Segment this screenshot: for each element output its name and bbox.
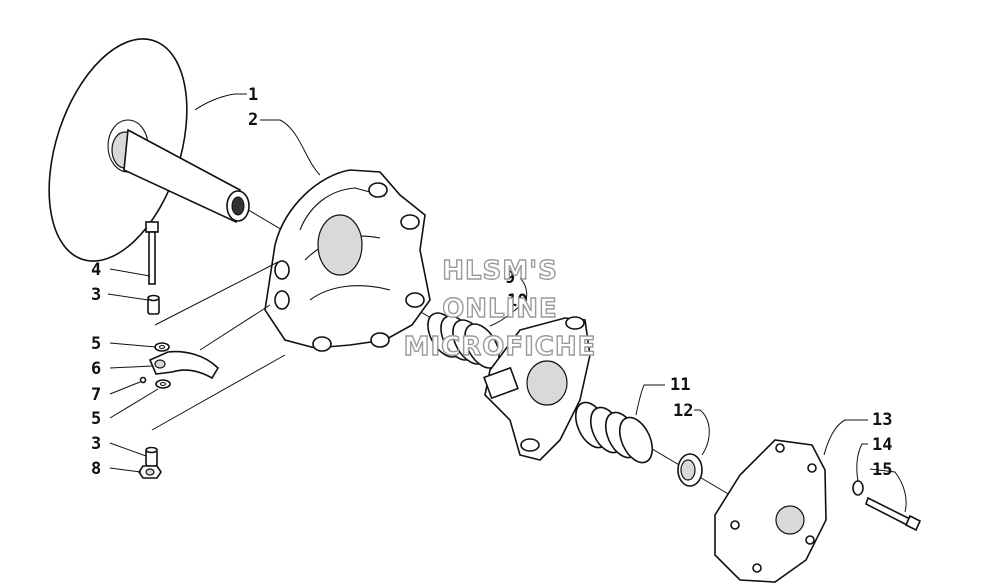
- part-5-washer-upper[interactable]: [154, 342, 170, 352]
- watermark: HLSM'S ONLINE MICROFICHE: [403, 255, 597, 362]
- leader-3a: [107, 293, 149, 301]
- callout-1: 1: [248, 85, 258, 105]
- leader-13: [823, 419, 868, 456]
- leader-14: [856, 443, 868, 482]
- part-14-washer[interactable]: [852, 480, 864, 496]
- callout-12: 12: [673, 401, 693, 421]
- callout-9: 9: [505, 268, 515, 288]
- callout-2: 2: [248, 110, 258, 130]
- leader-bushing-to-housing: [154, 261, 279, 326]
- leader-lower-to-housing: [151, 354, 286, 431]
- callout-labels: 1 2 4 3 5 6 7 5 3 8 9 10 11 12 13 14 15: [91, 85, 892, 480]
- leader-3b: [109, 442, 147, 457]
- leader-8: [109, 467, 142, 473]
- callout-14: 14: [872, 435, 892, 455]
- part-1-sheave[interactable]: [23, 21, 250, 278]
- leader-11: [635, 384, 665, 416]
- leader-6: [109, 365, 153, 369]
- part-8-nut[interactable]: [138, 465, 162, 479]
- part-6-arm[interactable]: [148, 350, 220, 380]
- callout-10: 10: [507, 291, 527, 311]
- leader-arm-to-housing: [199, 304, 271, 351]
- callout-11: 11: [670, 375, 690, 395]
- part-12-bushing[interactable]: [677, 453, 703, 487]
- leader-7: [109, 381, 141, 395]
- leader-9: [519, 277, 528, 315]
- callout-5-lower: 5: [91, 409, 101, 429]
- part-9-10-spring-rings[interactable]: [421, 307, 506, 374]
- part-3-bushing-lower[interactable]: [145, 446, 158, 467]
- part-3-bushing-upper[interactable]: [147, 294, 160, 315]
- callout-6: 6: [91, 359, 101, 379]
- part-2-housing[interactable]: [264, 169, 431, 352]
- leader-15: [869, 468, 907, 513]
- part-4-bolt[interactable]: [145, 221, 159, 285]
- leader-1: [194, 93, 247, 111]
- callout-13: 13: [872, 410, 892, 430]
- watermark-line-2: ONLINE: [442, 294, 558, 324]
- callout-4: 4: [91, 260, 101, 280]
- part-11-spring[interactable]: [569, 397, 659, 467]
- callout-15: 15: [872, 460, 892, 480]
- spider-block[interactable]: [483, 316, 591, 461]
- leader-10: [489, 299, 528, 327]
- leader-5b: [109, 388, 159, 419]
- callout-3-upper: 3: [91, 285, 101, 305]
- part-15-screw[interactable]: [865, 496, 922, 532]
- callout-7: 7: [91, 385, 101, 405]
- callout-5-upper: 5: [91, 334, 101, 354]
- callout-8: 8: [91, 459, 101, 479]
- part-5-washer-lower[interactable]: [155, 379, 171, 389]
- leader-2: [260, 119, 321, 176]
- leader-4: [109, 268, 151, 277]
- leader-12: [694, 409, 710, 456]
- part-13-cover[interactable]: [714, 439, 827, 583]
- leader-lines: [107, 93, 907, 513]
- watermark-line-1: HLSM'S: [442, 256, 558, 286]
- watermark-line-3: MICROFICHE: [404, 332, 597, 362]
- callout-3-lower: 3: [91, 434, 101, 454]
- part-7-pin[interactable]: [139, 376, 147, 384]
- leader-5a: [109, 342, 157, 348]
